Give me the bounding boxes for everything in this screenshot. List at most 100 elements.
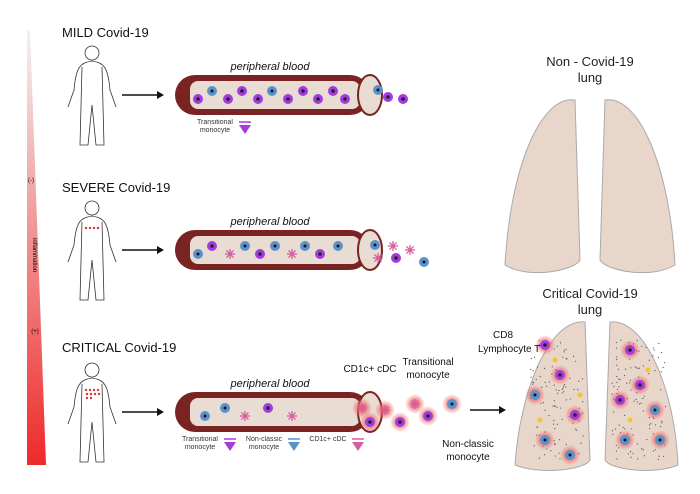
tissue-dot — [580, 442, 582, 444]
cd1c-cdc — [380, 405, 390, 415]
cell-nucleus — [258, 252, 262, 256]
inflammation-gradient — [27, 30, 46, 465]
tissue-dot — [637, 458, 639, 460]
arrowhead-icon — [157, 91, 164, 99]
tissue-dot — [629, 379, 631, 381]
cell-nucleus — [422, 260, 426, 264]
normal-lung — [504, 99, 676, 274]
tissue-dot — [565, 348, 567, 350]
normal-lung-title-2: lung — [578, 70, 603, 85]
tissue-dot — [616, 364, 618, 366]
arrowhead-icon — [499, 406, 506, 414]
arrowhead-icon — [157, 246, 164, 254]
gradient-minus: (-) — [28, 178, 34, 184]
tissue-dot — [562, 356, 564, 358]
tissue-dot — [638, 367, 641, 369]
cell-nucleus — [450, 402, 454, 406]
legend-label: Transitional monocyte — [197, 119, 233, 134]
cd1c-cdc — [357, 403, 367, 413]
tissue-dot — [640, 402, 642, 404]
tissue-dot — [643, 395, 645, 397]
tissue-dot — [573, 388, 575, 391]
tissue-dot — [641, 448, 643, 450]
tissue-dot — [558, 452, 560, 454]
cell-nucleus — [653, 408, 657, 412]
critical-lung-title-2: lung — [578, 302, 603, 317]
tissue-dot — [620, 339, 622, 341]
cell-nucleus — [336, 244, 340, 248]
tissue-dot — [625, 368, 627, 370]
human-body-icon — [67, 200, 117, 301]
tissue-dot — [660, 351, 663, 354]
tissue-dot — [652, 450, 655, 452]
tissue-dot — [556, 345, 558, 347]
cell-nucleus — [270, 89, 274, 93]
label-cd8-1: CD8 — [493, 330, 513, 341]
label-nonclassic-1: Non-classic — [442, 439, 494, 450]
tissue-dot — [654, 424, 657, 426]
cell-nucleus — [331, 89, 335, 93]
lesion-dot — [88, 388, 92, 392]
tissue-dot — [572, 355, 575, 357]
tissue-dot — [658, 342, 660, 345]
tissue-dot — [548, 415, 550, 417]
tissue-dot — [563, 391, 565, 393]
tissue-dot — [562, 385, 565, 387]
tissue-dot — [634, 366, 636, 368]
tissue-dot — [533, 445, 535, 447]
tissue-dot — [565, 443, 567, 445]
cd1c-cdc — [287, 249, 297, 259]
cell-nucleus — [286, 97, 290, 101]
tissue-dot — [530, 357, 532, 360]
blood-vessel — [175, 74, 383, 116]
tissue-dot — [543, 367, 546, 370]
tissue-dot — [657, 458, 659, 460]
row-title: SEVERE Covid-19 — [62, 180, 170, 195]
tissue-dot — [652, 355, 654, 357]
legend-label: Non-classic monocyte — [245, 436, 283, 451]
tissue-dot — [627, 453, 630, 455]
tissue-dot — [569, 398, 571, 400]
tissue-dot — [616, 458, 618, 460]
row-title: CRITICAL Covid-19 — [62, 340, 176, 355]
legend-label-box: Non-classic monocyte — [245, 436, 283, 451]
tissue-dot — [660, 389, 662, 391]
tissue-dot — [558, 389, 560, 392]
tissue-dot — [561, 418, 563, 420]
cell-nucleus — [318, 252, 322, 256]
tissue-dot — [613, 386, 615, 388]
tissue-dot — [624, 428, 626, 430]
cell-nucleus — [373, 243, 377, 247]
cell-nucleus — [203, 414, 207, 418]
cd1c-cdc — [287, 411, 297, 421]
tissue-dot — [548, 381, 550, 383]
lesion-dot — [92, 226, 96, 230]
tissue-dot — [574, 428, 577, 430]
tissue-dot — [630, 456, 632, 458]
tissue-dot — [536, 426, 538, 428]
legend-triangle-icon — [224, 442, 236, 451]
tissue-dot — [645, 346, 647, 349]
tissue-dot — [532, 383, 534, 385]
tissue-dot — [618, 378, 620, 380]
cell-nucleus — [243, 244, 247, 248]
tissue-dot — [553, 384, 555, 386]
tissue-dot — [614, 428, 616, 430]
tissue-dot — [658, 455, 660, 457]
lesion-dot — [84, 226, 88, 230]
lesion-dot — [84, 388, 88, 392]
tissue-dot — [552, 423, 555, 425]
tissue-dot — [575, 360, 577, 363]
tissue-dot — [641, 345, 643, 347]
tissue-dot — [553, 400, 555, 402]
tissue-dot — [550, 450, 552, 452]
tissue-dot — [532, 381, 534, 383]
tissue-dot — [642, 365, 644, 367]
tissue-dot — [617, 368, 619, 370]
arrowhead-icon — [157, 408, 164, 416]
tissue-dot — [642, 449, 644, 451]
cd1c-cdc — [410, 399, 420, 409]
cell-nucleus — [223, 406, 227, 410]
cd8-t-cell — [577, 392, 583, 398]
